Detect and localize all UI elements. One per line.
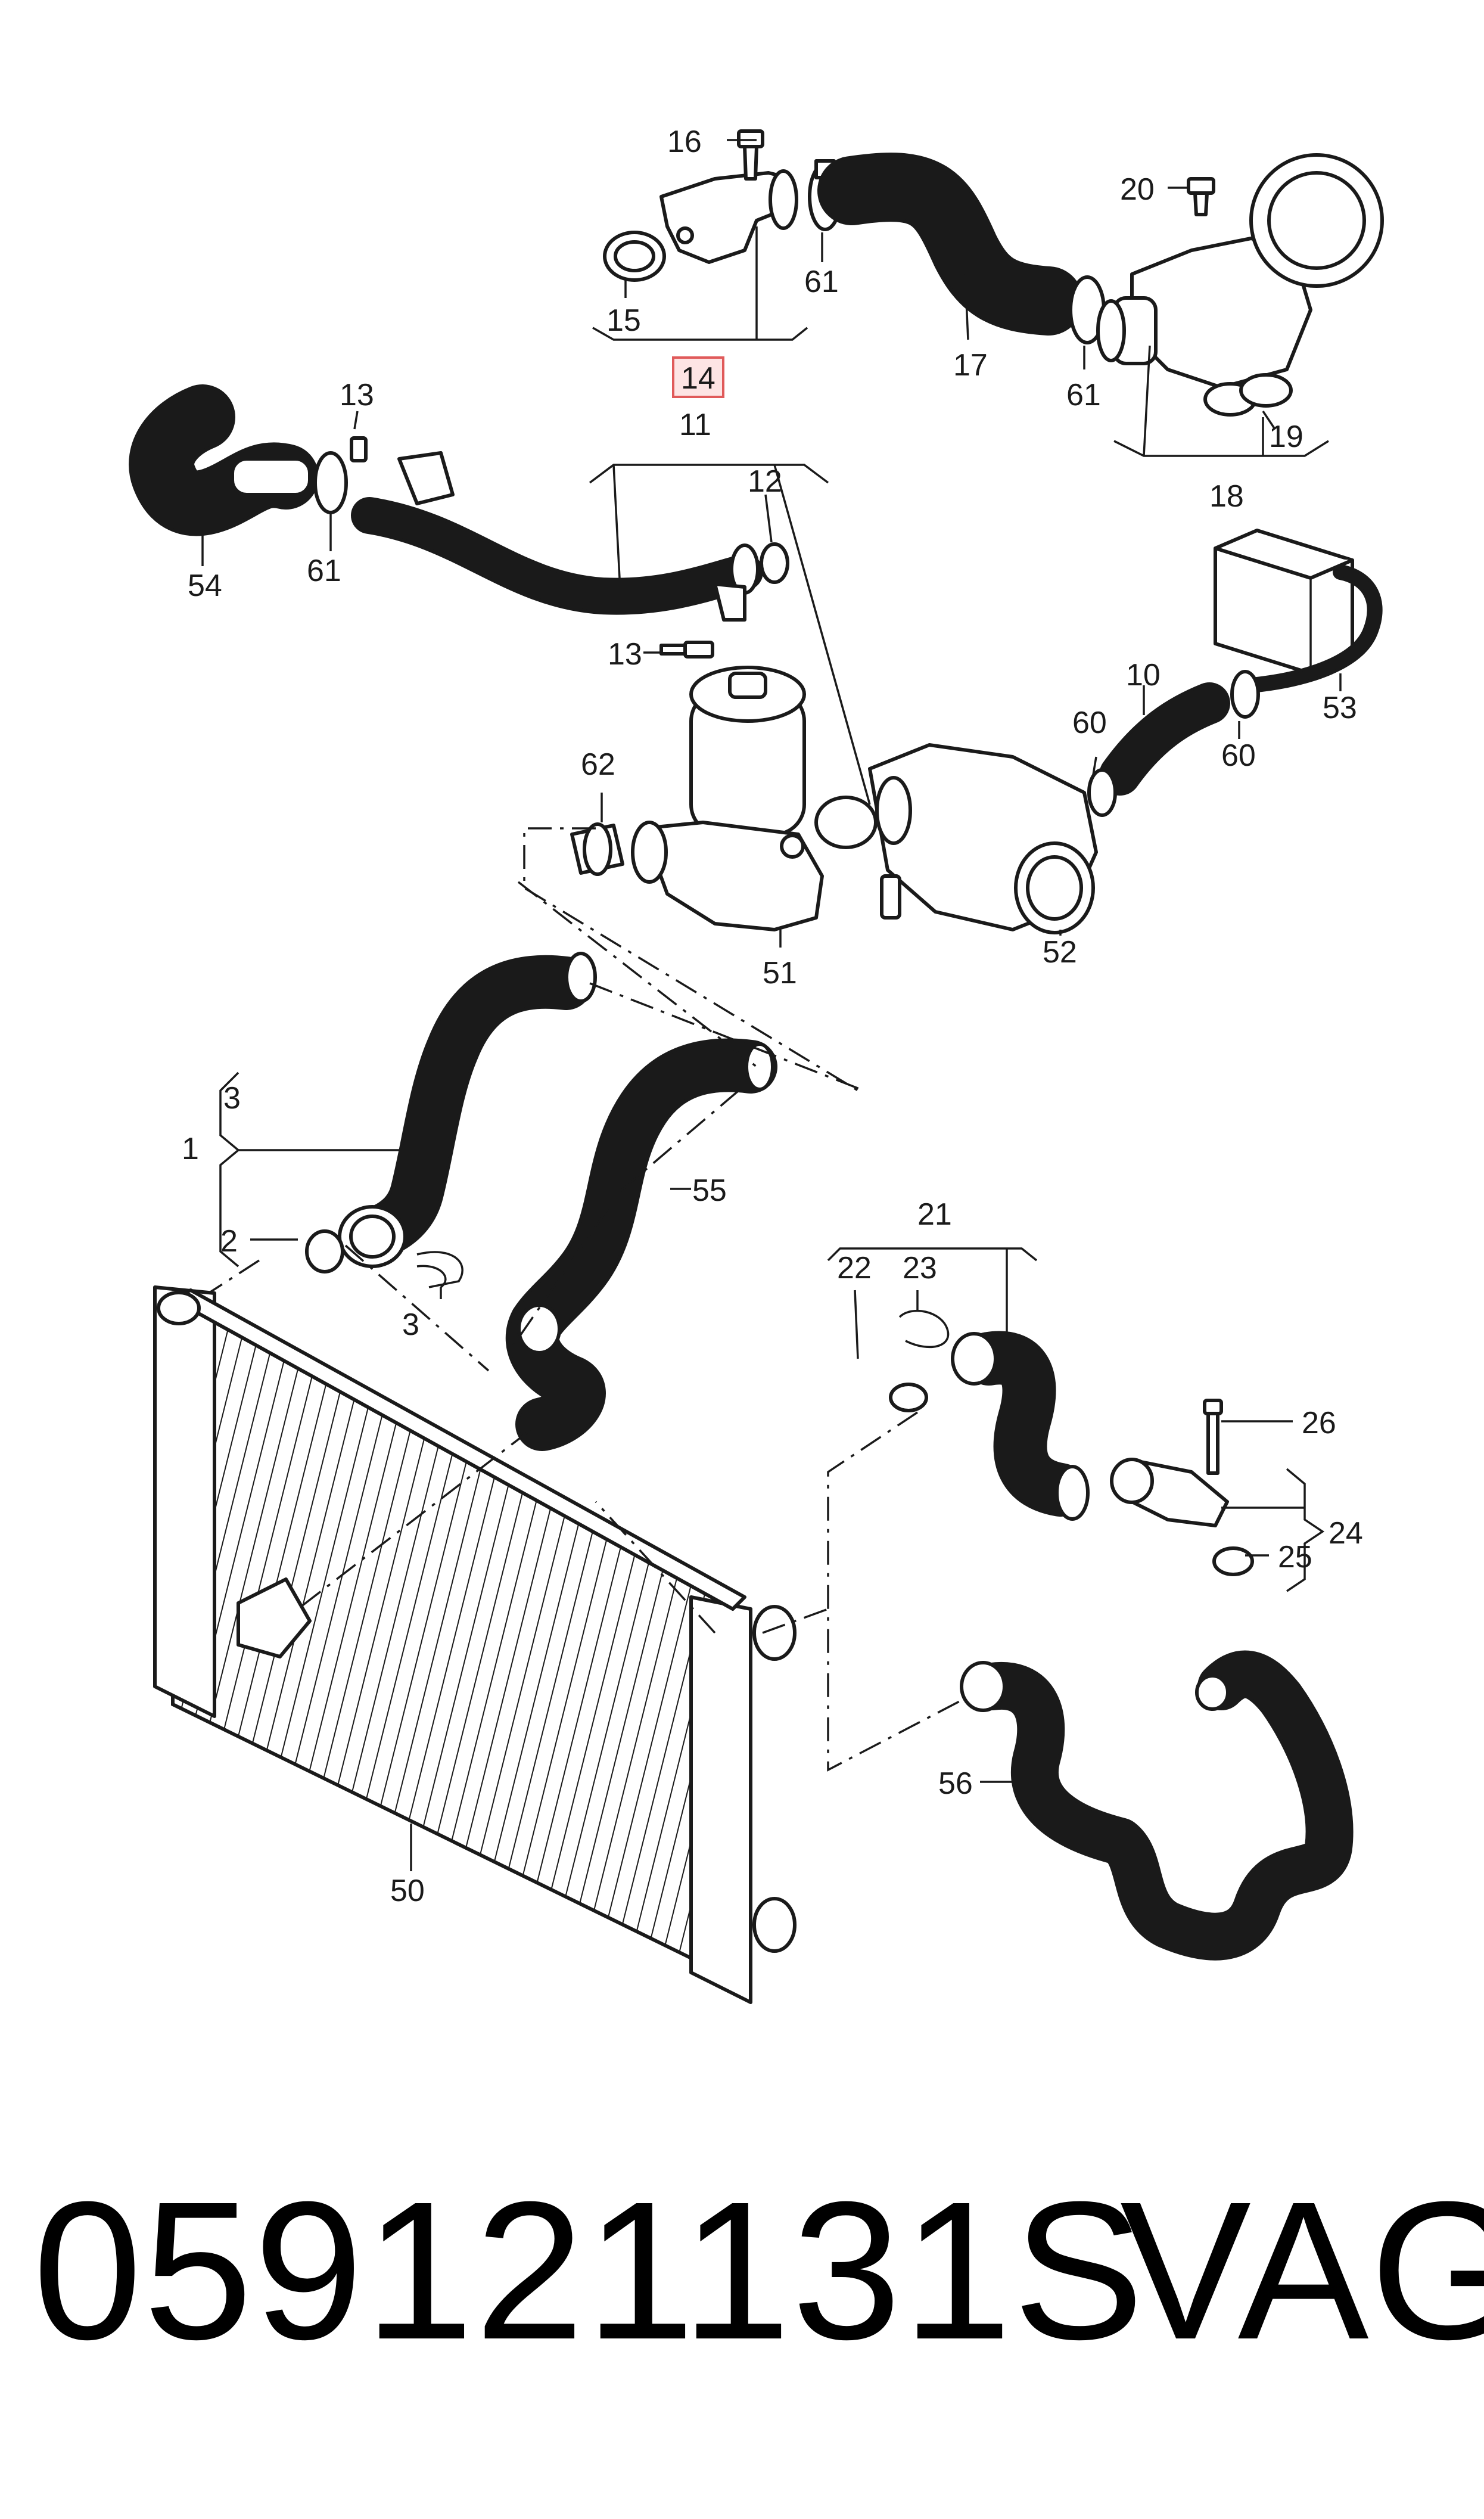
o-ring-22 — [889, 1383, 928, 1412]
coolant-pump-52 — [814, 743, 1098, 934]
hose-54-connector — [231, 457, 312, 496]
bolt-26 — [1203, 1399, 1223, 1475]
o-ring-2 — [305, 1229, 344, 1274]
callout-2: 2 — [220, 1224, 238, 1259]
callout-55: 55 — [692, 1173, 727, 1208]
hose-1-fitting — [338, 952, 597, 1268]
bolt-13-upper — [350, 436, 368, 462]
callout-26: 26 — [1302, 1406, 1336, 1440]
clamp-61-left — [313, 451, 348, 514]
callout-labels: 16 15 14 61 17 61 20 19 18 13 11 12 54 6… — [182, 125, 1363, 1908]
callout-13-upper: 13 — [340, 378, 374, 412]
callout-25: 25 — [1278, 1540, 1312, 1574]
coolant-flange-14 — [659, 169, 798, 264]
callout-60-right: 60 — [1221, 738, 1256, 773]
radiator-50 — [153, 1285, 797, 2004]
hose-56-fittings — [960, 1661, 1230, 1712]
callout-50: 50 — [390, 1874, 425, 1908]
callout-3-lower: 3 — [402, 1307, 419, 1342]
callout-11: 11 — [679, 408, 711, 442]
flange-24 — [1110, 1458, 1229, 1527]
highlight-box-14 — [672, 356, 724, 398]
callout-13-lower: 13 — [608, 637, 642, 672]
hose-17-fill — [821, 156, 1079, 332]
callout-12: 12 — [748, 464, 782, 499]
bolt-20 — [1187, 177, 1215, 216]
oil-cooler-53 — [1214, 529, 1383, 693]
footer: 059121131S VAG — [0, 2157, 1484, 2384]
bolt-13-lower — [659, 641, 714, 659]
callout-14: 14 — [681, 361, 715, 396]
pipe-11-bracket — [397, 451, 760, 622]
clip-3 — [416, 1251, 463, 1288]
callout-56: 56 — [938, 1766, 973, 1801]
callout-54: 54 — [188, 569, 222, 603]
callout-15: 15 — [606, 303, 641, 338]
callout-19: 19 — [1269, 420, 1303, 454]
callout-21: 21 — [917, 1197, 952, 1232]
clip-23 — [898, 1309, 950, 1349]
callout-20: 20 — [1120, 172, 1155, 207]
brand-name: VAG — [1120, 2160, 1484, 2380]
hose-21-fittings — [951, 1332, 1090, 1521]
thermostat-housing-18 — [1096, 153, 1384, 389]
callout-52: 52 — [1043, 935, 1077, 970]
o-ring-15 — [603, 231, 666, 282]
clamp-60-left — [1087, 768, 1117, 817]
part-number: 059121131S — [33, 2160, 1146, 2380]
clamp-62 — [570, 822, 624, 876]
oil-filter-housing-51 — [631, 666, 824, 931]
callout-16: 16 — [667, 125, 702, 159]
o-ring-25 — [1212, 1546, 1254, 1576]
hose-55-fittings — [517, 1042, 774, 1355]
callout-17: 17 — [953, 348, 988, 383]
callout-61-top: 61 — [804, 265, 839, 299]
callout-3-upper: 3 — [223, 1081, 241, 1116]
assembly-dash-lines — [208, 827, 966, 1772]
callout-1: 1 — [182, 1132, 199, 1166]
callout-60-left: 60 — [1072, 706, 1107, 740]
o-rings-19 — [1203, 373, 1293, 417]
callout-10: 10 — [1126, 658, 1161, 692]
callout-51: 51 — [763, 956, 797, 990]
callout-62: 62 — [581, 747, 615, 782]
callout-53: 53 — [1323, 691, 1357, 725]
o-ring-12 — [760, 542, 789, 584]
callout-24: 24 — [1329, 1516, 1363, 1551]
callout-18: 18 — [1209, 479, 1244, 514]
callout-23: 23 — [903, 1251, 937, 1285]
bolt-16 — [737, 129, 764, 181]
leader-lines — [201, 139, 1342, 1871]
clamp-60-right — [1230, 670, 1260, 719]
callout-61-left: 61 — [307, 554, 341, 588]
callout-61-right: 61 — [1066, 378, 1101, 412]
exploded-parts-diagram: 16 15 14 61 17 61 20 19 18 13 11 12 54 6… — [129, 125, 1384, 2004]
callout-22: 22 — [837, 1251, 872, 1285]
